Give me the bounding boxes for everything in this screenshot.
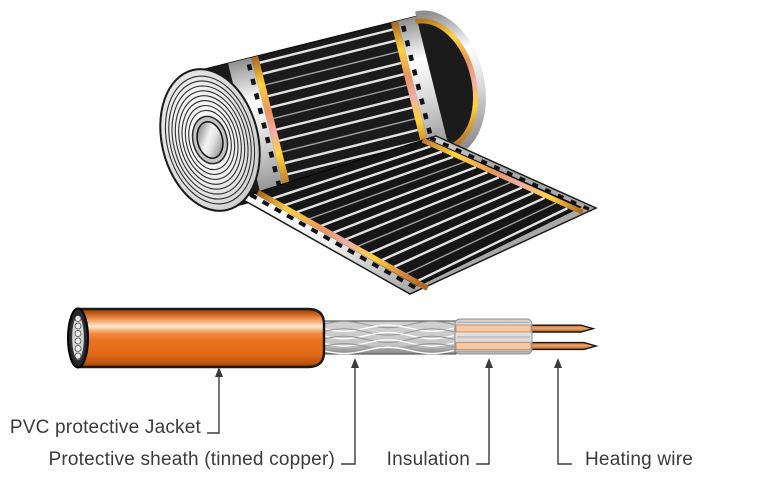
label-heating-wire: Heating wire — [585, 449, 693, 470]
braid-strand — [321, 320, 455, 329]
cap-strand — [74, 345, 82, 352]
arrow-up-icon — [485, 358, 493, 368]
roll-spiral-ring — [188, 109, 232, 171]
braid-strand — [321, 324, 455, 333]
braid-strand — [321, 343, 455, 351]
film-stripe — [278, 106, 413, 142]
roll-bus-bar-right — [391, 21, 432, 159]
roll-end-rim — [415, 10, 486, 158]
cap-strand — [74, 330, 82, 337]
heating-wire-upper — [527, 324, 596, 333]
film-stripe — [283, 150, 443, 207]
film-stripe — [368, 186, 523, 255]
label-pvc-jacket: PVC protective Jacket — [10, 417, 202, 438]
cap-strand — [74, 352, 82, 360]
arrow-up-icon — [351, 358, 359, 368]
film-stripe — [380, 191, 534, 262]
film-stripe — [287, 139, 421, 176]
roll-bus-bar-left — [251, 55, 292, 194]
film-stripe — [265, 51, 399, 86]
film-stripe — [332, 171, 488, 234]
film-stripe — [284, 128, 419, 165]
film-sheet — [238, 135, 598, 295]
film-stripe — [262, 39, 396, 75]
roll-core-hole — [196, 121, 224, 159]
film-stripe — [281, 118, 416, 153]
roll-spiral-ring — [168, 80, 252, 200]
label-insulation: Insulation — [387, 449, 470, 470]
braid-strand — [321, 346, 455, 355]
leader-arrow-insulation — [476, 368, 490, 465]
roll-spiral-ring — [164, 75, 256, 205]
film-roll-cylinder — [192, 10, 486, 209]
sheet-bus-bar-far — [421, 137, 584, 215]
wire-through-insulation-lower — [455, 342, 532, 350]
film-stripe — [356, 181, 511, 248]
sheet-perforation-marks-far — [429, 136, 592, 212]
leader-arrow-wire — [557, 368, 572, 465]
wire-through-insulation-upper — [455, 324, 532, 333]
film-stripe — [308, 161, 465, 220]
leader-arrow-jacket — [207, 377, 220, 434]
heating-wire-lower — [527, 341, 599, 351]
film-stripe — [273, 84, 407, 120]
film-stripe — [259, 28, 393, 64]
leader-arrow-sheath — [341, 368, 356, 465]
roll-perforation-marks-right — [400, 25, 437, 151]
film-stripe — [276, 95, 410, 131]
roll-spiral-ring — [171, 85, 249, 195]
cap-strand — [74, 337, 82, 345]
film-stripe — [344, 176, 500, 241]
roll-spiral-rings — [164, 75, 256, 205]
arrow-up-icon — [554, 358, 562, 368]
film-stripe — [270, 72, 405, 109]
braid-strand — [321, 339, 455, 347]
roll-perforation-marks-left — [246, 63, 283, 190]
leader-lines — [207, 358, 572, 465]
braid-strand — [321, 335, 455, 343]
roll-spiral-ring — [178, 95, 242, 185]
arrow-up-icon — [215, 367, 223, 377]
roll-spiral-ring — [174, 90, 246, 190]
film-stripe — [417, 207, 568, 282]
film-stripes-on-sheet — [271, 145, 568, 282]
cap-strand — [74, 315, 82, 322]
label-protective-sheath: Protective sheath (tinned copper) — [49, 449, 335, 470]
film-stripe — [405, 202, 557, 275]
roll-end-bus-bar — [414, 18, 479, 151]
roll-spiral-ring — [184, 105, 236, 175]
braided-sheath — [319, 320, 457, 355]
sheet-perforation-marks-near — [249, 192, 422, 293]
film-stripe — [320, 165, 477, 228]
film-roll-face — [159, 68, 261, 212]
film-stripe — [296, 155, 454, 214]
roll-spiral-ring — [181, 100, 239, 180]
braid-strand — [321, 331, 455, 340]
sheet-bus-bar-near — [256, 190, 429, 291]
roll-edge-foil-right — [397, 16, 451, 157]
braid-strand — [321, 328, 455, 336]
pvc-jacket — [76, 307, 326, 369]
film-stripe — [271, 145, 431, 200]
braid-strands — [321, 320, 455, 355]
cap-strand — [74, 322, 82, 330]
film-stripe — [393, 196, 546, 269]
cable-diagram — [67, 307, 599, 369]
film-stripe — [267, 61, 402, 98]
cap-strand-wires — [74, 315, 82, 360]
